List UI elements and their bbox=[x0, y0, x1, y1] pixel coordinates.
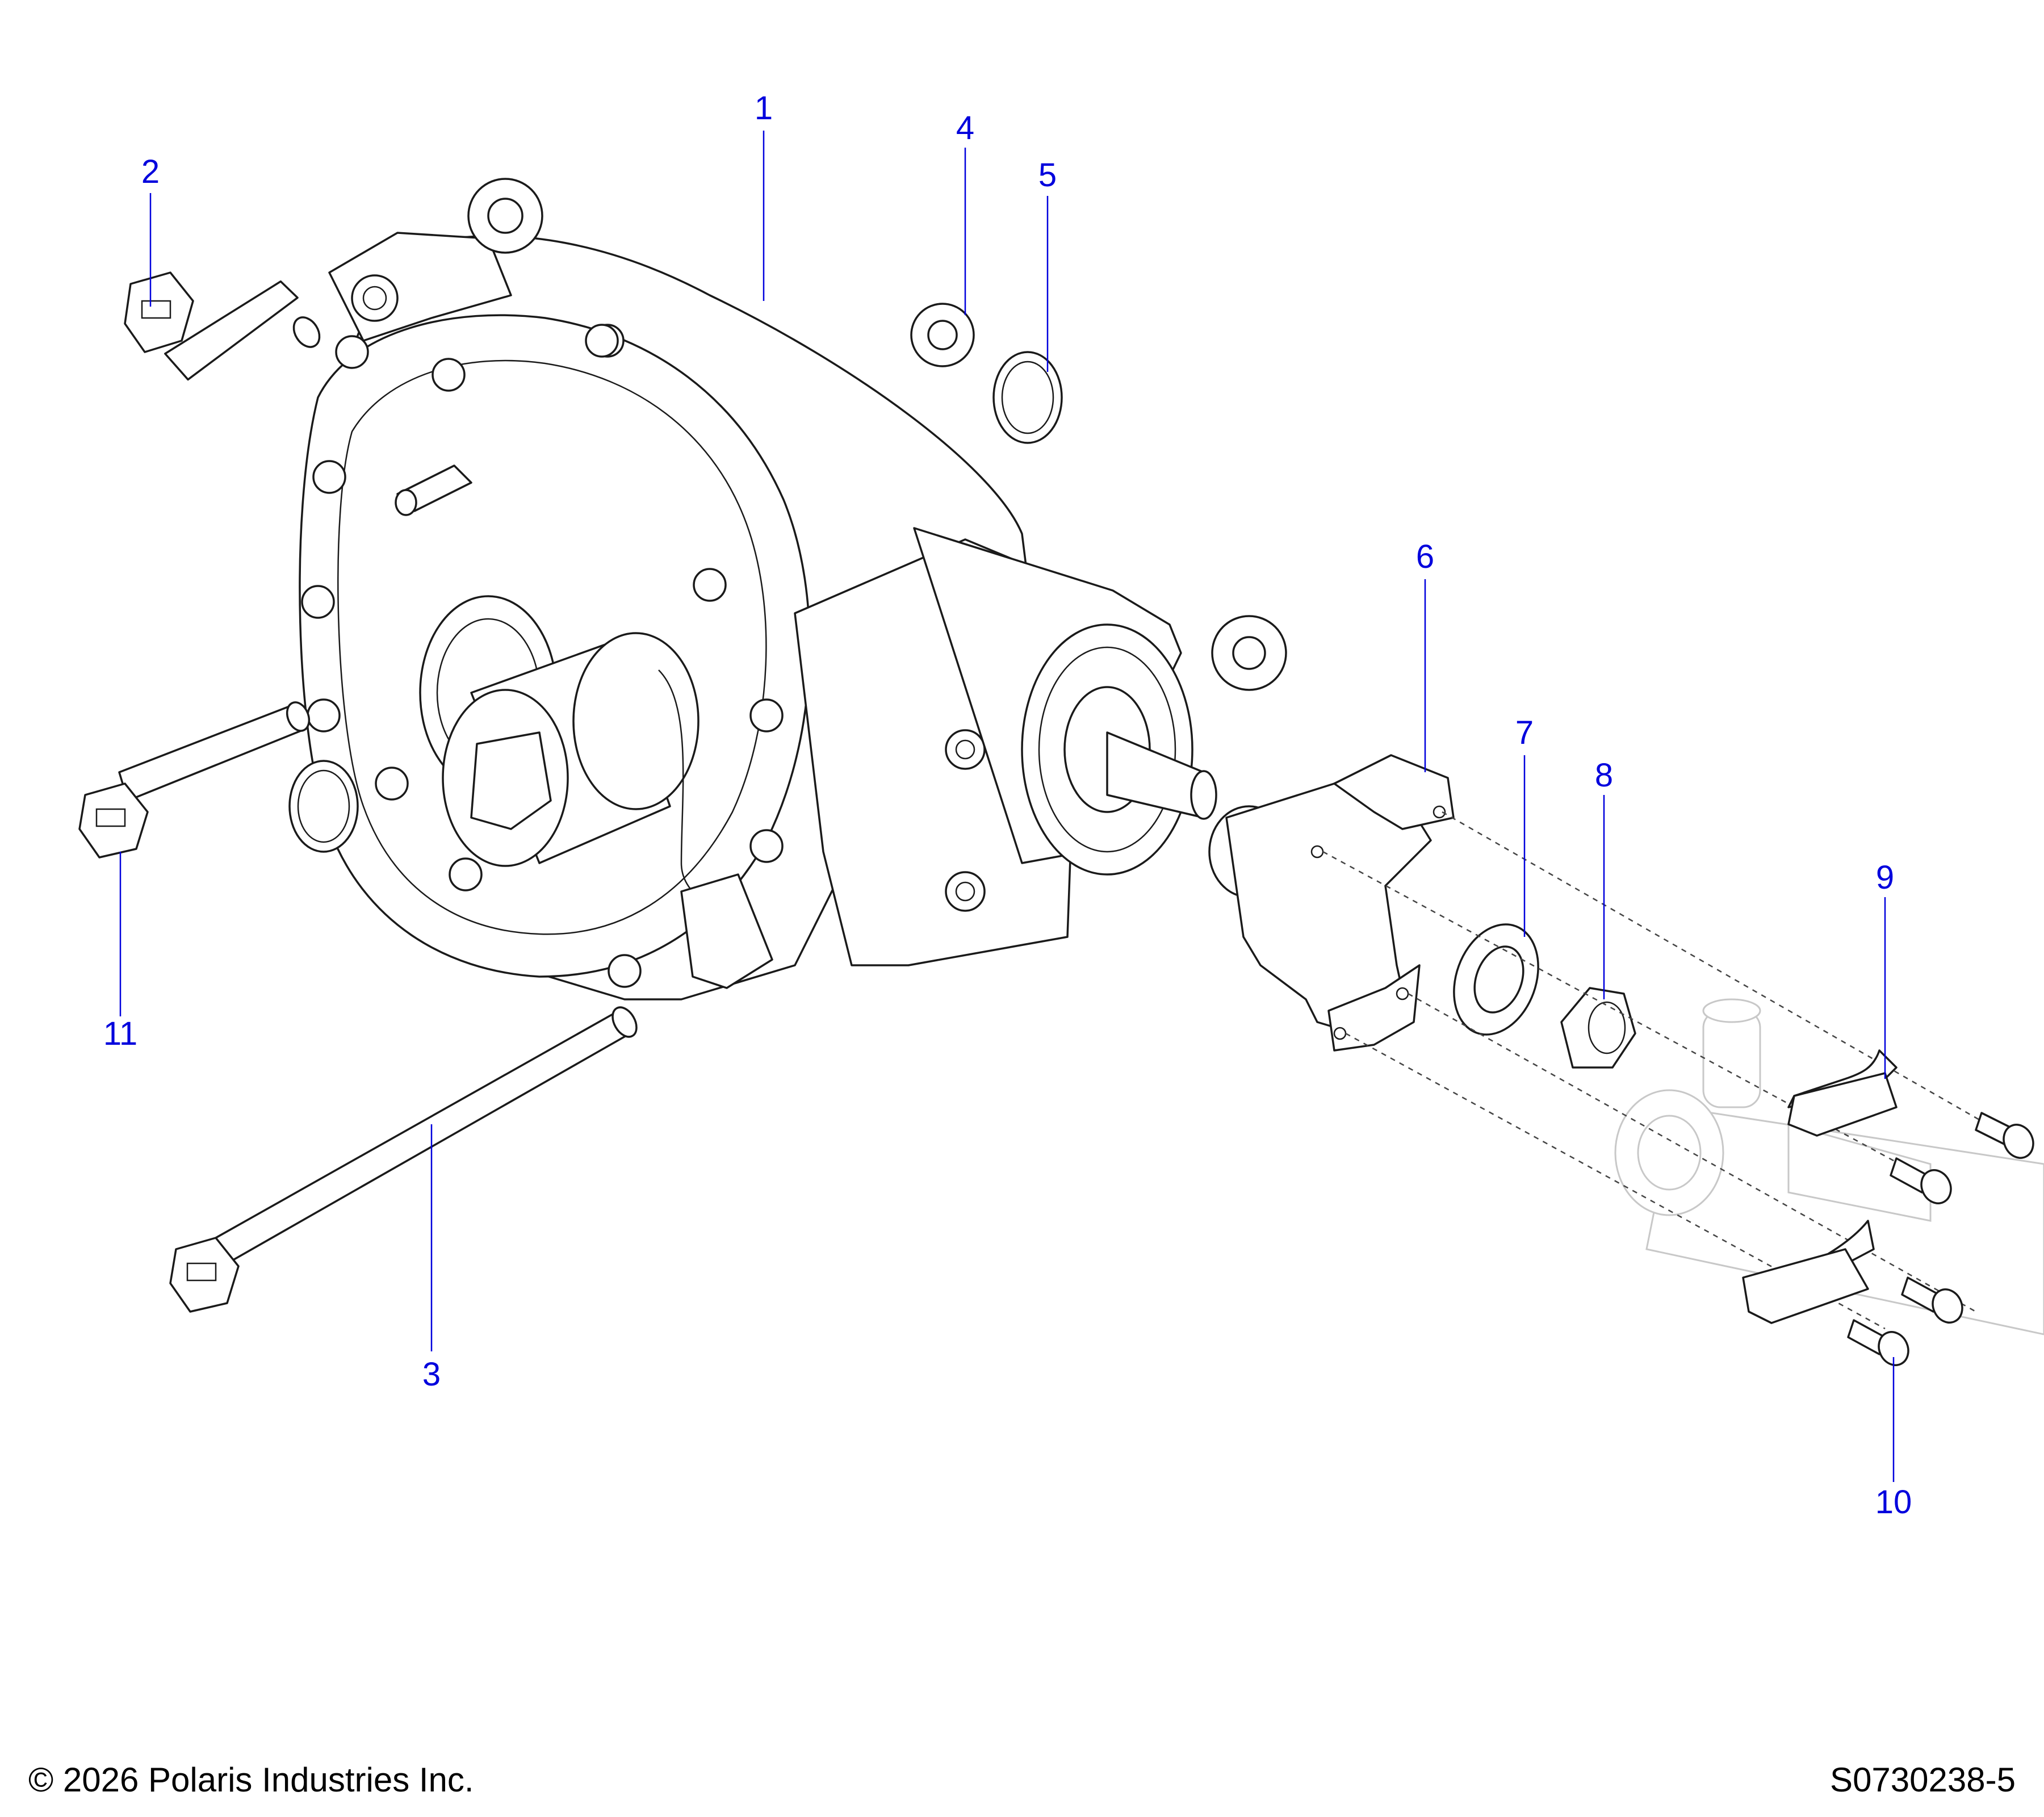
cap-screw-group bbox=[1847, 1112, 2034, 1366]
cap-screw-3 bbox=[1901, 1276, 1963, 1324]
callout-11: 11 bbox=[103, 1015, 137, 1052]
washer bbox=[1453, 923, 1539, 1036]
callout-9: 9 bbox=[1876, 859, 1894, 896]
strap-clamp-lower bbox=[1742, 1220, 1875, 1324]
yoke bbox=[1208, 754, 1455, 1052]
callout-1: 1 bbox=[755, 90, 773, 127]
cap-screw-1 bbox=[1975, 1112, 2034, 1159]
callout-5: 5 bbox=[1038, 157, 1057, 194]
callout-6: 6 bbox=[1416, 538, 1434, 575]
hex-nut bbox=[1560, 987, 1636, 1069]
leader-lines bbox=[119, 131, 1895, 1482]
cap-screw-2 bbox=[1890, 1157, 1952, 1204]
callout-8: 8 bbox=[1595, 757, 1613, 794]
drawing-number: S0730238-5 bbox=[1830, 1761, 2016, 1799]
bolt-middle bbox=[78, 701, 311, 859]
callout-4: 4 bbox=[956, 110, 974, 146]
flange-nut-right bbox=[1211, 615, 1287, 691]
housing-bolts bbox=[301, 324, 784, 988]
callout-3: 3 bbox=[422, 1356, 441, 1393]
flange-nut-top-left bbox=[467, 178, 543, 254]
gearcase-housing bbox=[299, 232, 1217, 1000]
o-ring-group bbox=[288, 351, 1063, 853]
strap-clamp-upper bbox=[1787, 1049, 1898, 1137]
bolt-upper bbox=[124, 271, 321, 381]
flange-nut-group bbox=[467, 178, 1287, 691]
drive-shaft-ghost bbox=[1614, 998, 2044, 1335]
callout-7: 7 bbox=[1515, 714, 1534, 751]
flange-nut-top-right bbox=[910, 303, 975, 367]
copyright-notice: © 2026 Polaris Industries Inc. bbox=[28, 1761, 474, 1799]
cap-screw-4 bbox=[1847, 1319, 1909, 1366]
callout-labels: 1 2 3 4 5 6 7 8 9 10 11 bbox=[103, 90, 1912, 1521]
callout-2: 2 bbox=[141, 153, 160, 190]
bolt-long bbox=[169, 1006, 638, 1313]
callout-10: 10 bbox=[1875, 1484, 1912, 1521]
